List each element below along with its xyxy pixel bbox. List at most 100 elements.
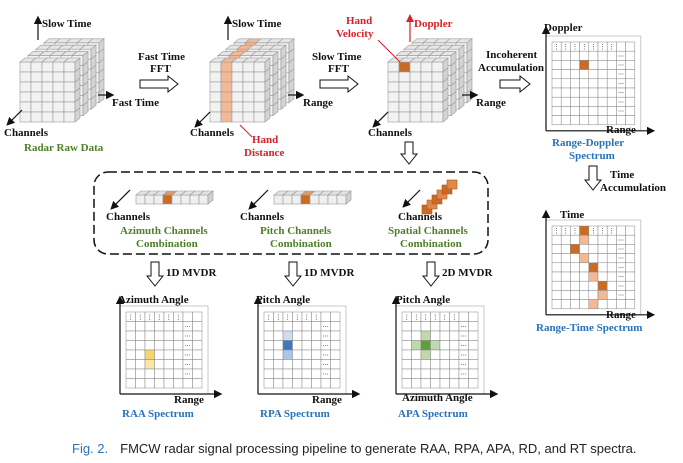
grid-ellipsis: ⋮ xyxy=(600,229,606,235)
grid-cell xyxy=(182,378,193,389)
cube-cell xyxy=(420,111,433,123)
channel-cell xyxy=(309,194,320,205)
channel-cell xyxy=(300,194,311,205)
grid-cell xyxy=(560,280,571,291)
spatial-channel-cell xyxy=(446,179,458,190)
grid-ellipsis: ⋯ xyxy=(618,91,624,97)
cube-cell xyxy=(420,71,433,83)
grid-cell xyxy=(597,87,608,98)
grid-cell xyxy=(292,368,303,379)
slow-time-label-1: Slow Time xyxy=(42,18,92,30)
raa-spectrum-label: RAA Spectrum xyxy=(122,408,194,420)
cube-cell xyxy=(30,81,43,93)
grid-cell xyxy=(560,50,571,61)
cube-cell xyxy=(52,61,65,73)
range-label-1: Range xyxy=(303,97,333,109)
grid-ellipsis: ⋯ xyxy=(185,362,191,368)
grid-cell xyxy=(560,106,571,116)
hand-distance-pointer xyxy=(239,124,253,138)
cube-cell xyxy=(41,111,54,123)
grid-cell xyxy=(420,378,431,389)
grid-cell xyxy=(606,96,617,107)
grid-ellipsis: ⋯ xyxy=(618,256,624,262)
grid-cell xyxy=(560,69,571,80)
grid-cell xyxy=(616,41,626,52)
channels-label-b: Channels xyxy=(240,211,285,223)
grid-ellipsis: ⋯ xyxy=(323,372,329,378)
incoherent-label-2: Accumulation xyxy=(478,62,544,74)
grid-cell xyxy=(560,253,571,264)
grid-cell xyxy=(588,299,599,310)
cube-cell xyxy=(52,91,65,103)
cube-cell xyxy=(409,111,422,123)
grid-cell xyxy=(625,69,636,80)
cube-cell xyxy=(231,111,244,123)
grid-cell xyxy=(579,106,590,116)
cube-cell xyxy=(52,81,65,93)
channels-label-a: Channels xyxy=(106,211,151,223)
grid-ellipsis: ⋮ xyxy=(156,315,162,321)
grid-cell xyxy=(588,234,599,245)
grid-ellipsis: ⋯ xyxy=(185,343,191,349)
grid-cell xyxy=(606,234,617,245)
cube-cell xyxy=(63,71,76,83)
grid-cell xyxy=(597,78,608,89)
range-label-rpa: Range xyxy=(312,394,342,406)
grid-cell xyxy=(551,244,562,254)
cube-cell xyxy=(242,71,255,83)
grid-cell xyxy=(263,359,274,370)
channel-combination-box xyxy=(93,171,489,255)
grid-cell xyxy=(420,321,431,332)
grid-cell xyxy=(597,244,608,254)
grid-cell xyxy=(311,349,322,360)
cube-cell xyxy=(52,71,65,83)
grid-cell xyxy=(588,87,599,98)
grid-cell xyxy=(579,87,590,98)
channels-label-c: Channels xyxy=(398,211,443,223)
grid-ellipsis: ⋯ xyxy=(618,238,624,244)
channel-cell xyxy=(327,194,338,205)
mvdr-label-3: 2D MVDR xyxy=(442,267,493,279)
grid-ellipsis: ⋯ xyxy=(185,334,191,340)
cube-cell xyxy=(409,61,422,73)
grid-cell xyxy=(263,368,274,379)
grid-cell xyxy=(551,50,562,61)
grid-cell xyxy=(401,340,412,351)
grid-cell xyxy=(401,349,412,360)
grid-cell xyxy=(330,311,341,322)
grid-cell xyxy=(625,234,636,245)
grid-cell xyxy=(551,87,562,98)
cube-cell xyxy=(41,91,54,103)
cube-cell xyxy=(242,111,255,123)
cube-cell xyxy=(19,71,32,83)
grid-cell xyxy=(606,271,617,282)
cube-cell xyxy=(63,101,76,113)
grid-cell xyxy=(282,321,293,332)
fast-time-fft-label-1: Fast Time xyxy=(138,51,185,63)
grid-cell xyxy=(588,50,599,61)
cube-cell xyxy=(387,91,400,103)
cube-side-cell xyxy=(450,100,457,117)
grid-cell xyxy=(560,299,571,310)
grid-cell xyxy=(411,359,422,370)
grid-cell xyxy=(570,290,580,300)
grid-cell xyxy=(579,78,590,89)
grid-cell xyxy=(468,378,479,389)
grid-cell xyxy=(192,349,203,360)
channels-axis-1 xyxy=(6,109,23,126)
pitch-angle-label-1: Pitch Angle xyxy=(256,294,310,306)
grid-cell xyxy=(551,280,562,291)
grid-cell xyxy=(135,368,146,379)
grid-cell xyxy=(597,50,608,61)
cube-cell xyxy=(41,81,54,93)
cube-cell xyxy=(253,71,266,83)
rpa-spectrum-grid: ⋮⋮⋮⋮⋮⋮⋯⋯⋯⋯⋯⋯ xyxy=(253,295,361,399)
azimuth-channel-row xyxy=(135,190,214,205)
cube-side-cell xyxy=(458,94,465,110)
grid-ellipsis: ⋮ xyxy=(581,45,587,51)
grid-cell xyxy=(154,368,165,379)
cube-cell xyxy=(253,91,266,103)
cube-cell xyxy=(387,71,400,83)
time-accumulation-label-2: Accumulation xyxy=(600,182,666,194)
